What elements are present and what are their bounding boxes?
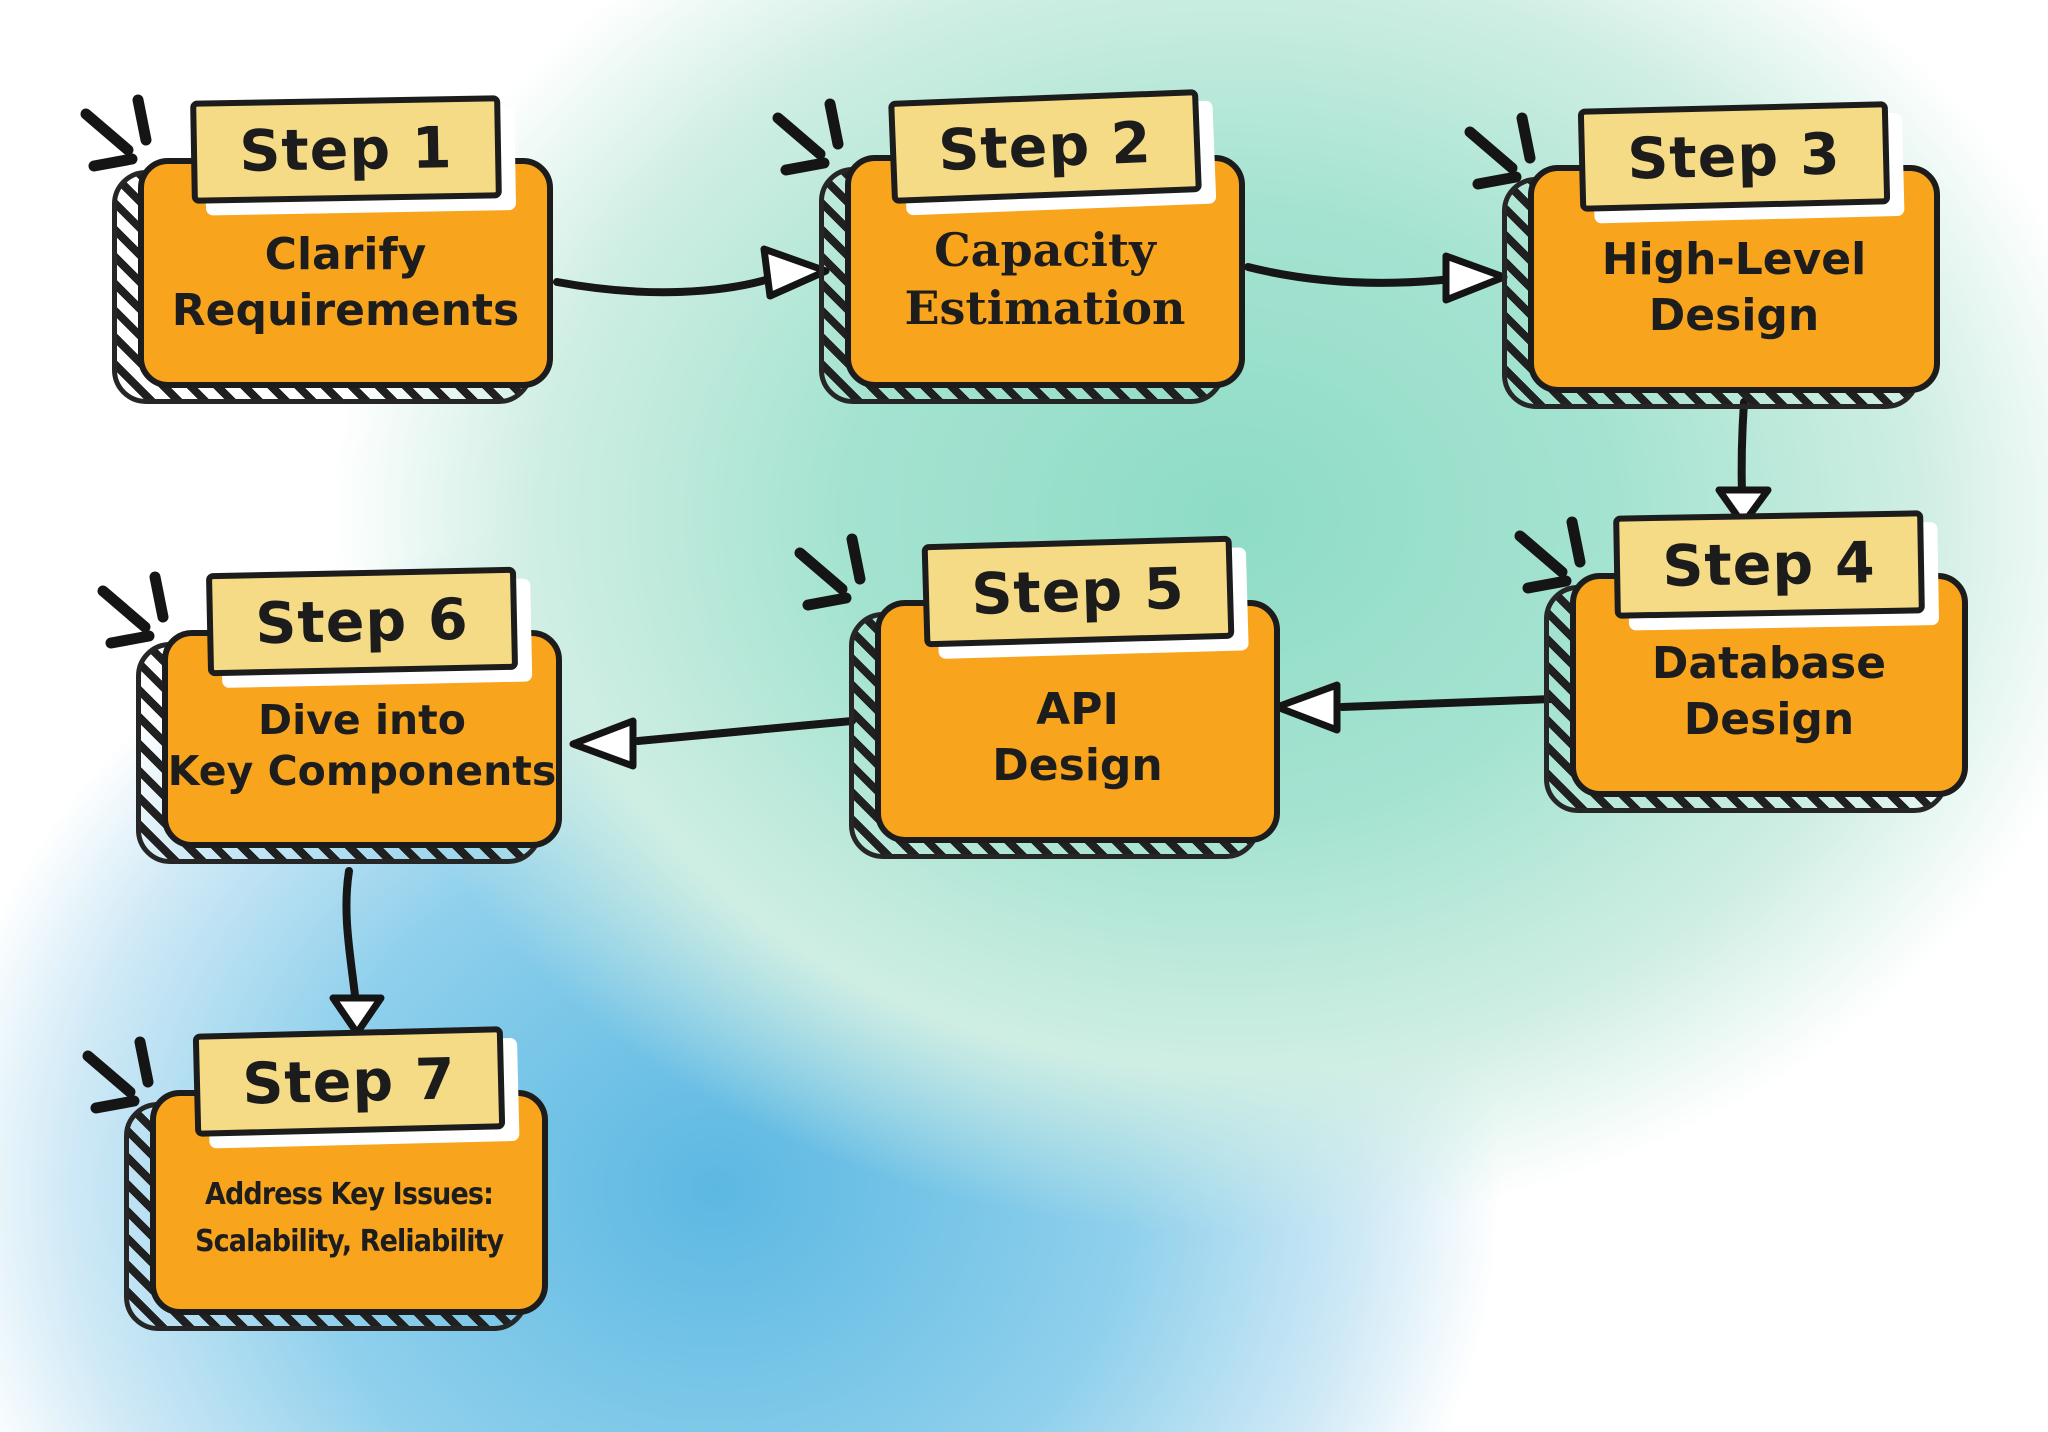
step-4-label: Step 4 [1613, 510, 1925, 619]
step-3-label: Step 3 [1577, 101, 1891, 212]
step-3-card: High-Level Design Step 3 [1502, 101, 1940, 409]
step-7-label: Step 7 [192, 1026, 506, 1137]
step-2-title-line: Capacity [934, 223, 1156, 278]
step-3-title-line: Design [1648, 289, 1820, 341]
step-4-title-line: Database [1651, 638, 1887, 690]
step-7-title-line: Address Key Issues: [205, 1177, 494, 1212]
arrow-step1-to-step2 [553, 245, 830, 300]
arrow-step4-to-step5 [1273, 681, 1555, 734]
arrow-step5-to-step6 [569, 717, 856, 770]
step-3-title-line: High-Level [1601, 234, 1867, 286]
step-2-label: Step 2 [888, 89, 1202, 204]
step-5-label: Step 5 [921, 535, 1234, 648]
step-5-card: API Design Step 5 [849, 535, 1280, 859]
arrow-step6-to-step7 [329, 867, 385, 1037]
step-6-card: Dive into Key Components Step 6 [136, 566, 562, 864]
step-6-title-line: Dive into [258, 695, 466, 744]
step-6-title-line: Key Components [167, 747, 557, 796]
sparkle-icon [772, 98, 844, 176]
step-1-card: Clarify Requirements Step 1 [112, 95, 553, 404]
step-2-title-line: Estimation [904, 281, 1186, 336]
sparkle-icon [1464, 112, 1536, 190]
arrow-step2-to-step3 [1244, 252, 1508, 304]
arrow-step3-to-step4 [1715, 398, 1772, 528]
step-4-card: Database Design Step 4 [1544, 510, 1968, 813]
sparkle-icon [80, 94, 152, 172]
step-2-card: Capacity Estimation Step 2 [819, 89, 1245, 404]
sparkle-icon [97, 571, 169, 649]
step-1-label: Step 1 [189, 95, 502, 204]
step-6-label: Step 6 [205, 566, 519, 677]
step-5-title-line: API [1036, 684, 1119, 736]
step-4-title-line: Design [1683, 693, 1855, 745]
step-1-title-line: Requirements [171, 284, 520, 336]
sparkle-icon [794, 533, 866, 611]
sparkle-icon [82, 1036, 154, 1114]
step-1-title-line: Clarify [264, 229, 427, 281]
step-7-title-line: Scalability, Reliability [194, 1223, 504, 1259]
step-7-card: Address Key Issues: Scalability, Reliabi… [124, 1026, 548, 1331]
step-5-title-line: Design [992, 739, 1163, 791]
